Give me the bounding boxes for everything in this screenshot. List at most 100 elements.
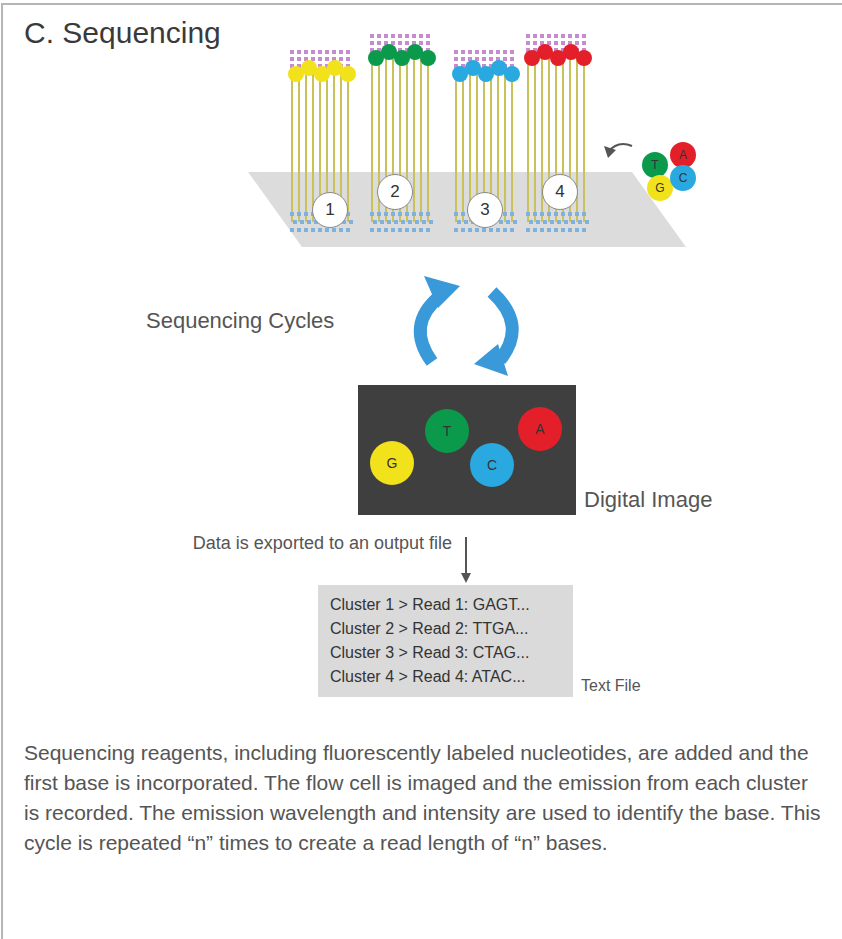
primer-mark bbox=[412, 212, 416, 216]
primer-mark bbox=[547, 228, 551, 232]
node-letter: 4 bbox=[555, 182, 564, 202]
primer-mark bbox=[377, 228, 381, 232]
dna-strand bbox=[371, 56, 373, 222]
node-letter: A bbox=[679, 148, 687, 162]
nucleotide-ball: T bbox=[642, 152, 668, 178]
dna-strand bbox=[527, 56, 529, 222]
primer-mark bbox=[454, 212, 458, 216]
primer-mark bbox=[429, 220, 433, 224]
primer-mark bbox=[426, 228, 430, 232]
primer-mark bbox=[461, 212, 465, 216]
node-text: Cluster 2 > Read 2: TTGA... bbox=[330, 617, 530, 641]
node-letter: T bbox=[443, 423, 452, 439]
node-letter: 2 bbox=[390, 182, 399, 202]
primer-mark bbox=[582, 212, 586, 216]
nucleotide-ball: C bbox=[670, 165, 696, 191]
dna-strand bbox=[298, 72, 300, 222]
adapter-mark bbox=[311, 57, 315, 61]
adapter-mark bbox=[290, 57, 294, 61]
adapter-mark bbox=[419, 34, 423, 38]
primer-mark bbox=[513, 220, 517, 224]
primer-mark bbox=[575, 212, 579, 216]
primer-mark bbox=[346, 228, 350, 232]
adapter-mark bbox=[496, 50, 500, 54]
cycle-label: Sequencing Cycles bbox=[146, 308, 334, 334]
primer-mark bbox=[571, 220, 575, 224]
primer-mark bbox=[384, 228, 388, 232]
node-text: Digital Image bbox=[584, 487, 712, 513]
adapter-mark bbox=[526, 34, 530, 38]
primer-mark bbox=[290, 212, 294, 216]
adapter-mark bbox=[339, 57, 343, 61]
adapter-mark bbox=[297, 57, 301, 61]
primer-mark bbox=[536, 220, 540, 224]
primer-mark bbox=[370, 228, 374, 232]
node-letter: A bbox=[535, 421, 544, 437]
primer-mark bbox=[543, 220, 547, 224]
adapter-mark bbox=[304, 50, 308, 54]
primer-mark bbox=[419, 228, 423, 232]
node-letter: G bbox=[655, 181, 664, 195]
primer-mark bbox=[454, 228, 458, 232]
adapter-mark bbox=[489, 57, 493, 61]
adapter-mark bbox=[290, 50, 294, 54]
adapter-mark bbox=[370, 41, 374, 45]
primer-mark bbox=[468, 228, 472, 232]
primer-mark bbox=[408, 220, 412, 224]
primer-mark bbox=[482, 228, 486, 232]
panel-title: C. Sequencing bbox=[24, 16, 221, 50]
adapter-mark bbox=[575, 34, 579, 38]
node-text: Cluster 3 > Read 3: CTAG... bbox=[330, 641, 530, 665]
primer-mark bbox=[554, 212, 558, 216]
text-file: Text FileCluster 1 > Read 1: GAGT...Clus… bbox=[318, 585, 573, 697]
primer-mark bbox=[585, 220, 589, 224]
adapter-mark bbox=[475, 57, 479, 61]
primer-mark bbox=[304, 228, 308, 232]
primer-mark bbox=[578, 220, 582, 224]
callout-number: 3 bbox=[467, 192, 503, 228]
adapter-mark bbox=[468, 50, 472, 54]
callout-number: 1 bbox=[312, 192, 348, 228]
primer-mark bbox=[526, 212, 530, 216]
cluster-strands bbox=[288, 34, 592, 232]
adapter-mark bbox=[510, 50, 514, 54]
adapter-mark bbox=[575, 41, 579, 45]
export-arrow bbox=[465, 537, 467, 581]
cycle-arrowhead-right bbox=[474, 344, 508, 376]
adapter-mark bbox=[461, 57, 465, 61]
primer-mark bbox=[415, 220, 419, 224]
dna-strand bbox=[534, 56, 536, 222]
primer-mark bbox=[297, 212, 301, 216]
adapter-mark bbox=[346, 57, 350, 61]
primer-mark bbox=[457, 220, 461, 224]
adapter-mark bbox=[526, 41, 530, 45]
adapter-mark bbox=[561, 41, 565, 45]
adapter-mark bbox=[332, 50, 336, 54]
node-letter: T bbox=[651, 158, 658, 172]
primer-mark bbox=[394, 220, 398, 224]
adapter-mark bbox=[398, 34, 402, 38]
adapter-mark bbox=[582, 34, 586, 38]
adapter-mark bbox=[398, 41, 402, 45]
dna-strand bbox=[455, 72, 457, 222]
primer-mark bbox=[304, 212, 308, 216]
primer-mark bbox=[391, 228, 395, 232]
dna-strand bbox=[312, 72, 314, 222]
node-letter: 1 bbox=[325, 200, 334, 220]
callout-number: 4 bbox=[542, 174, 578, 210]
primer-mark bbox=[307, 220, 311, 224]
adapter-mark bbox=[419, 41, 423, 45]
adapter-mark bbox=[533, 34, 537, 38]
adapter-mark bbox=[318, 50, 322, 54]
primer-mark bbox=[412, 228, 416, 232]
adapter-mark bbox=[391, 34, 395, 38]
adapter-mark bbox=[405, 34, 409, 38]
fluor-label bbox=[340, 66, 356, 82]
primer-mark bbox=[561, 212, 565, 216]
adapter-mark bbox=[568, 34, 572, 38]
primer-mark bbox=[506, 220, 510, 224]
fluor-label bbox=[420, 50, 436, 66]
primer-mark bbox=[300, 220, 304, 224]
primer-mark bbox=[387, 220, 391, 224]
dna-strand bbox=[291, 72, 293, 222]
